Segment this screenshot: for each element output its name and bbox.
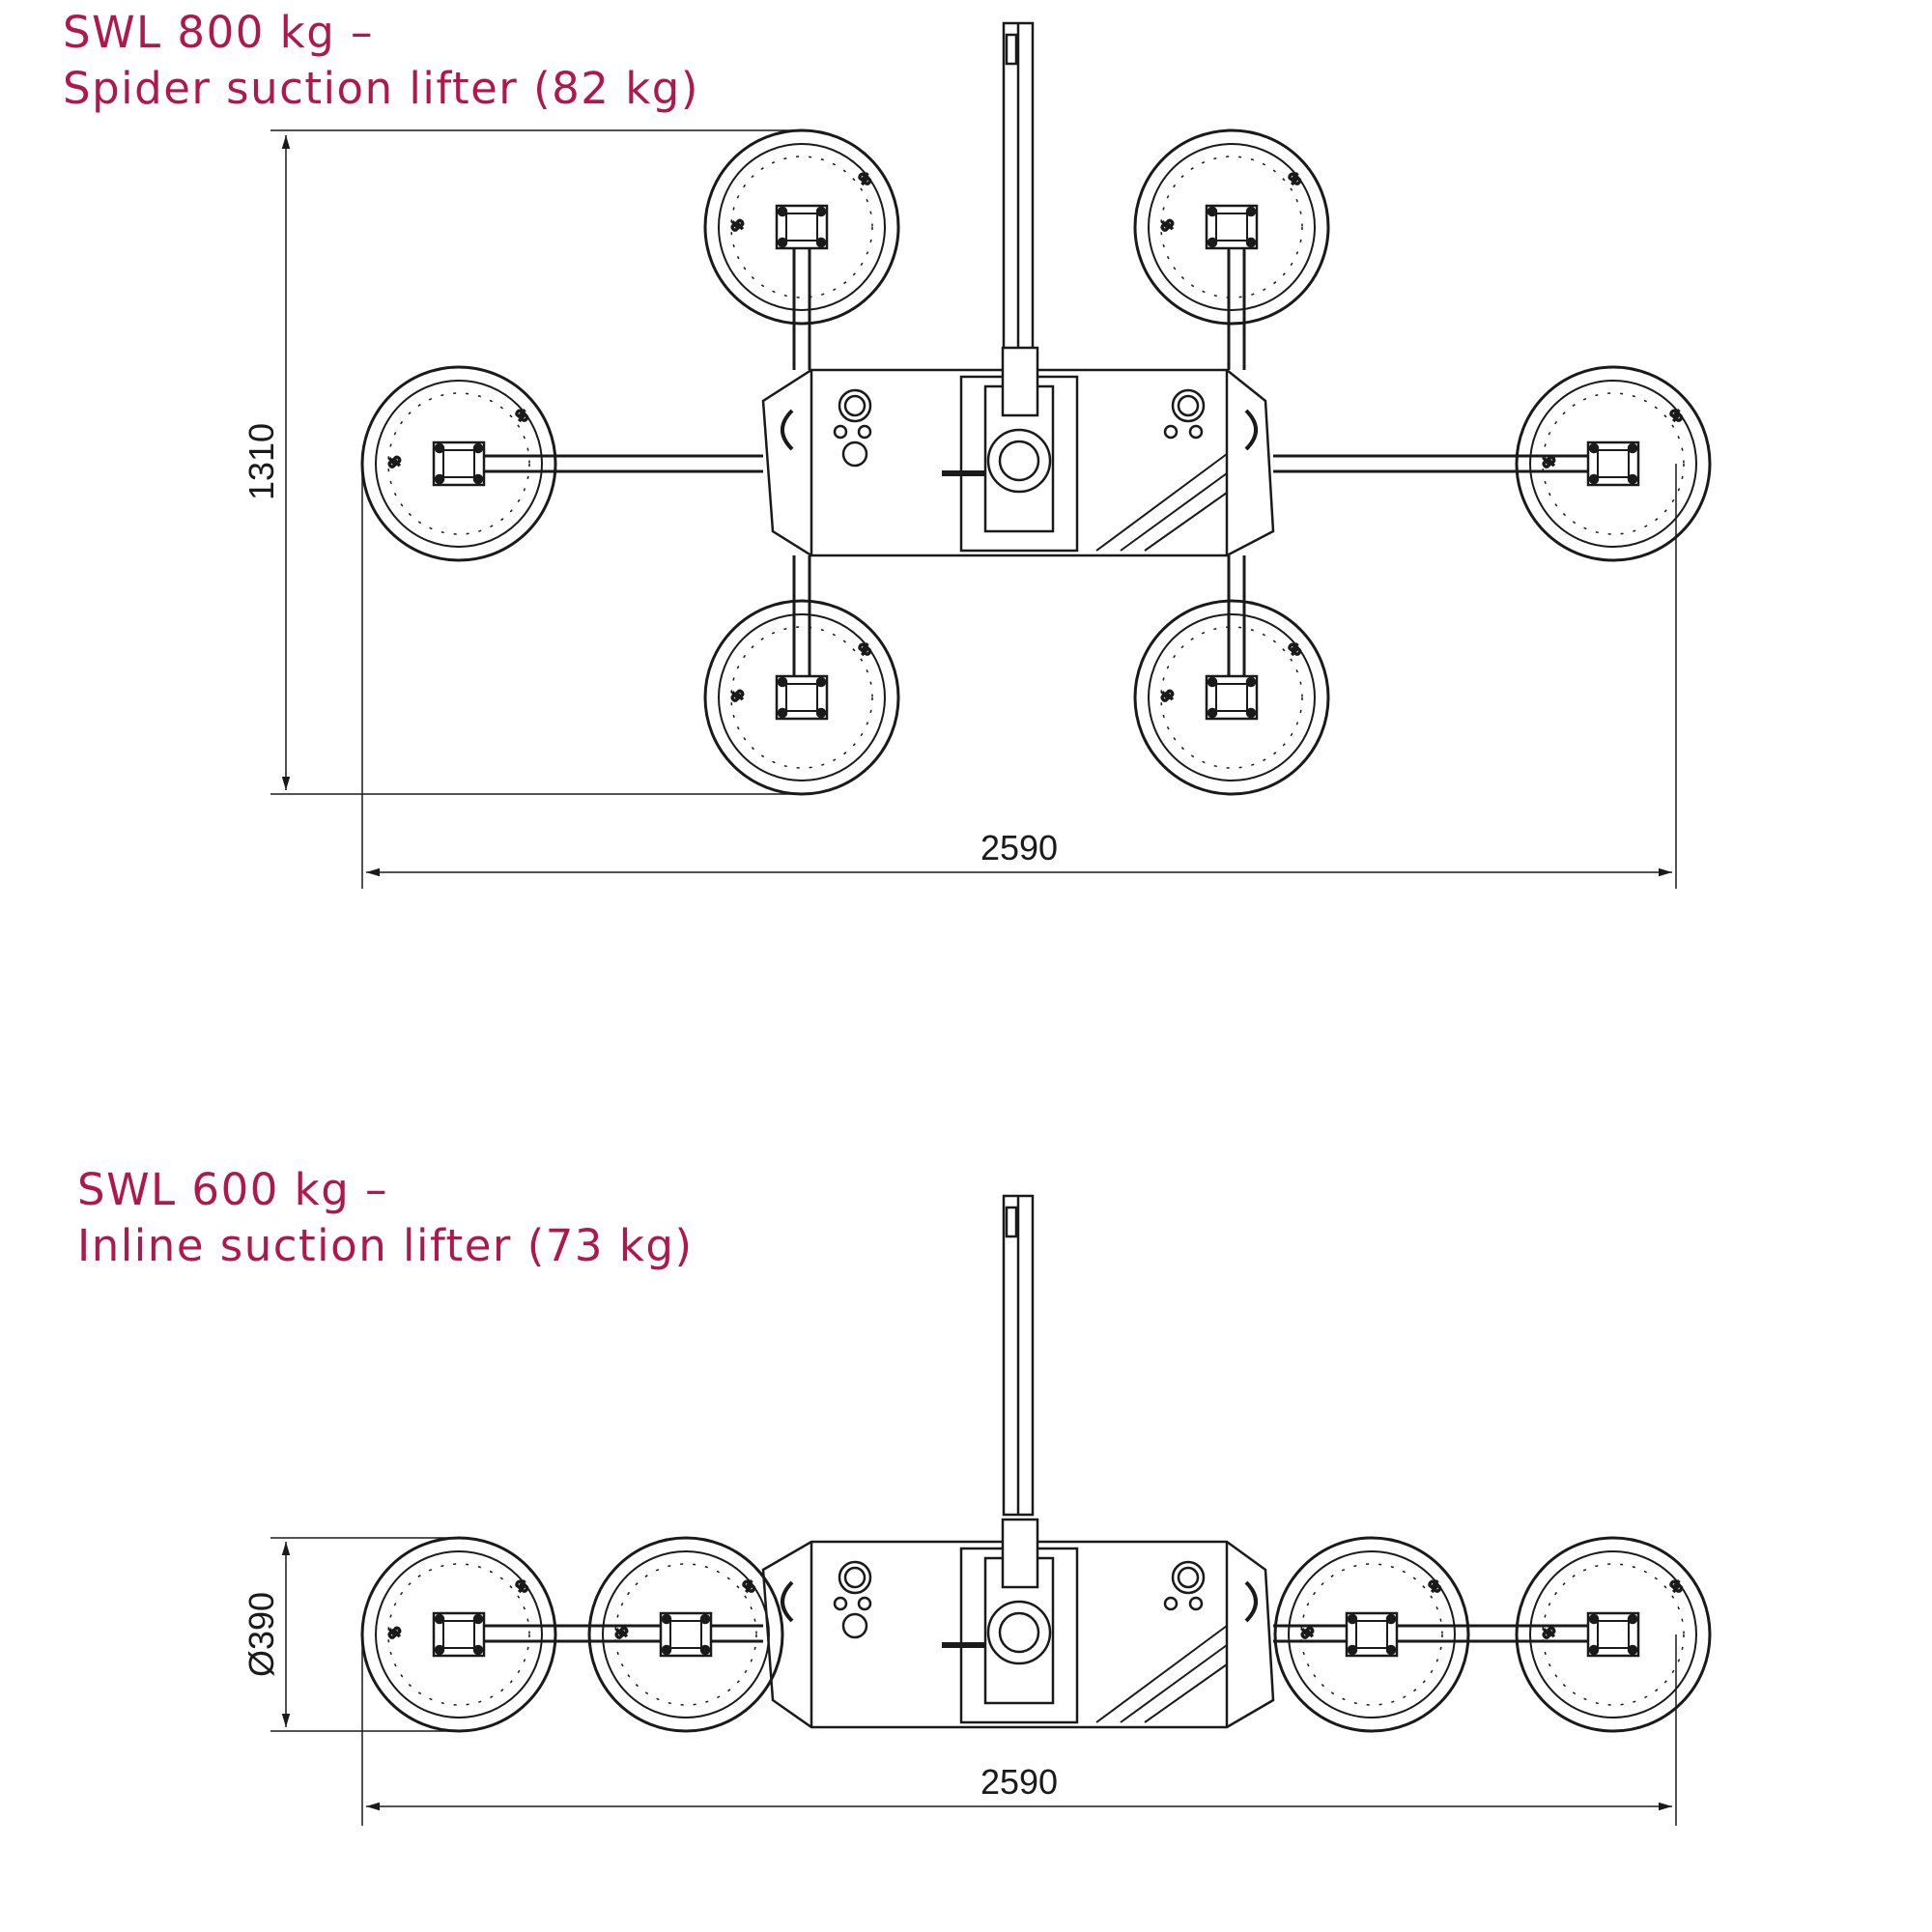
inline-width-label: 2590 <box>980 1762 1058 1802</box>
spider-pad-top-left <box>703 128 900 326</box>
inline-lifter-title: SWL 600 kg – Inline suction lifter (73 k… <box>77 1162 694 1274</box>
spider-pad-bottom-left <box>703 599 900 796</box>
spider-lifter-title: SWL 800 kg – Spider suction lifter (82 k… <box>63 5 699 117</box>
spider-pad-bottom-right <box>1133 599 1330 796</box>
spider-height-label: 1310 <box>242 423 281 500</box>
inline-title-line1: SWL 600 kg – <box>77 1164 389 1215</box>
inline-pad-4 <box>1515 1536 1712 1733</box>
inline-lifter-drawing <box>360 1194 1712 1733</box>
inline-pad-2 <box>587 1536 784 1733</box>
spider-pad-left <box>360 365 557 562</box>
inline-diameter-label: Ø390 <box>242 1592 281 1677</box>
spider-pad-top-right <box>1133 128 1330 326</box>
inline-pad-3 <box>1273 1536 1470 1733</box>
spider-width-label: 2590 <box>980 828 1058 867</box>
inline-pad-1 <box>360 1536 557 1733</box>
inline-title-line2: Inline suction lifter (73 kg) <box>77 1220 694 1271</box>
spider-dimensions <box>270 129 1677 889</box>
spider-pad-right <box>1515 365 1712 562</box>
spider-title-line2: Spider suction lifter (82 kg) <box>63 63 699 114</box>
spider-title-line1: SWL 800 kg – <box>63 7 375 58</box>
inline-dimensions <box>270 1537 1677 1826</box>
spider-lifter-drawing <box>360 21 1712 796</box>
